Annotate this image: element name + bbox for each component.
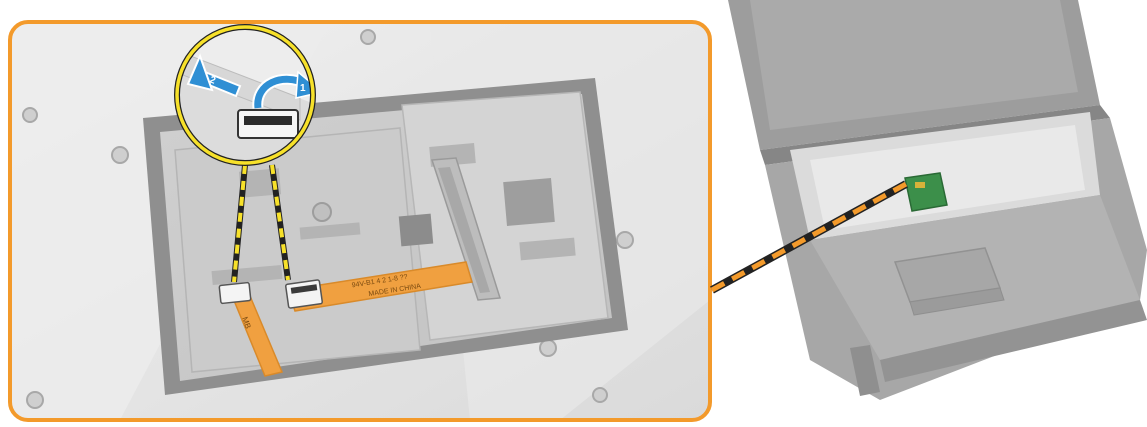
screw-icon xyxy=(23,108,37,122)
chip xyxy=(503,178,555,226)
main-board xyxy=(175,128,420,372)
board-screw-icon xyxy=(313,203,331,221)
device-reader-board xyxy=(905,173,947,211)
screw-icon xyxy=(540,340,556,356)
screw-icon xyxy=(593,388,607,402)
screw-icon xyxy=(617,232,633,248)
mb-connector xyxy=(219,282,251,303)
component xyxy=(399,214,433,247)
screw-icon xyxy=(27,392,43,408)
device-reader-contact xyxy=(915,182,925,188)
callout-latch xyxy=(244,116,292,125)
screw-icon xyxy=(112,147,128,163)
reader-board xyxy=(402,92,608,340)
board-connector xyxy=(285,280,322,308)
screw-icon xyxy=(361,30,375,44)
detail-view: 94V-B1 4 2 1-8 ?? MADE IN CHINA MB xyxy=(10,22,710,420)
step1-label: 1 xyxy=(300,83,306,94)
